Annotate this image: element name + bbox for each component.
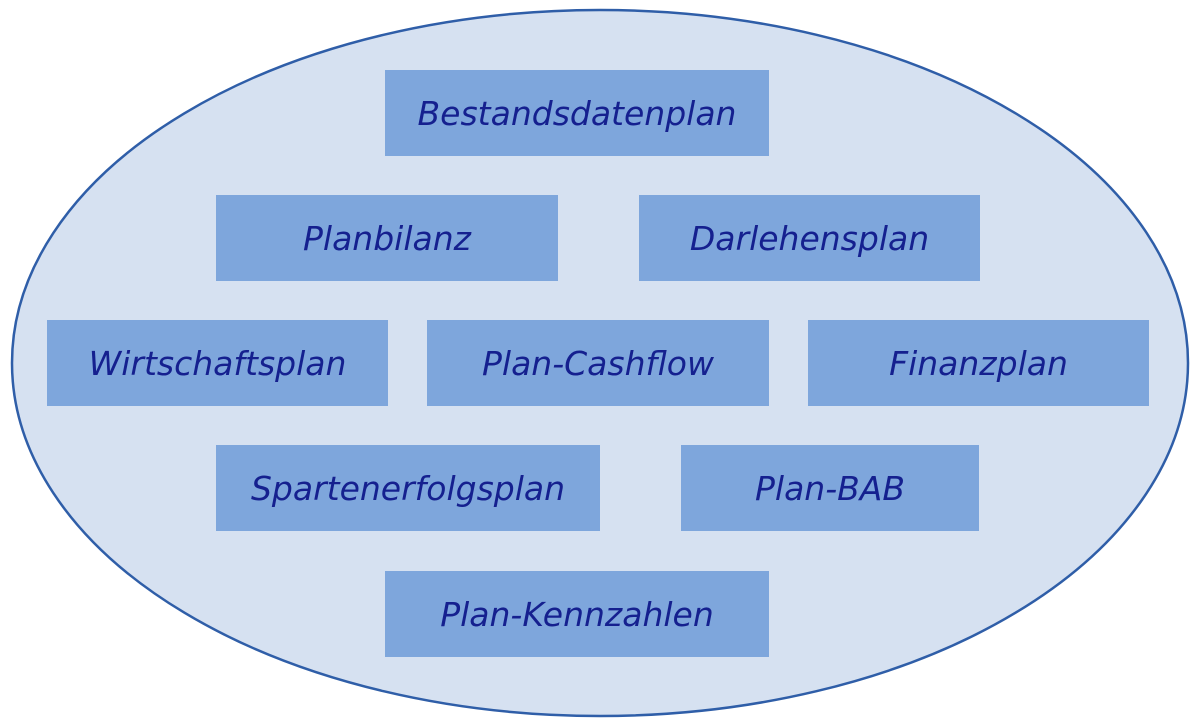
box-plan-bab: Plan-BAB (681, 445, 979, 531)
label-planbilanz: Planbilanz (303, 218, 471, 258)
box-bestandsdatenplan: Bestandsdatenplan (385, 70, 769, 156)
box-wirtschaftsplan: Wirtschaftsplan (47, 320, 388, 406)
box-plan-cashflow: Plan-Cashflow (427, 320, 769, 406)
box-plan-kennzahlen: Plan-Kennzahlen (385, 571, 769, 657)
label-plan-bab: Plan-BAB (755, 468, 905, 508)
box-planbilanz: Planbilanz (216, 195, 558, 281)
label-finanzplan: Finanzplan (889, 343, 1068, 383)
label-darlehensplan: Darlehensplan (689, 218, 930, 258)
box-darlehensplan: Darlehensplan (639, 195, 980, 281)
box-spartenerfolgsplan: Spartenerfolgsplan (216, 445, 600, 531)
box-finanzplan: Finanzplan (808, 320, 1149, 406)
label-plan-cashflow: Plan-Cashflow (482, 343, 714, 383)
label-spartenerfolgsplan: Spartenerfolgsplan (250, 468, 566, 508)
label-plan-kennzahlen: Plan-Kennzahlen (440, 594, 714, 634)
label-bestandsdatenplan: Bestandsdatenplan (417, 93, 737, 133)
label-wirtschaftsplan: Wirtschaftsplan (88, 343, 347, 383)
